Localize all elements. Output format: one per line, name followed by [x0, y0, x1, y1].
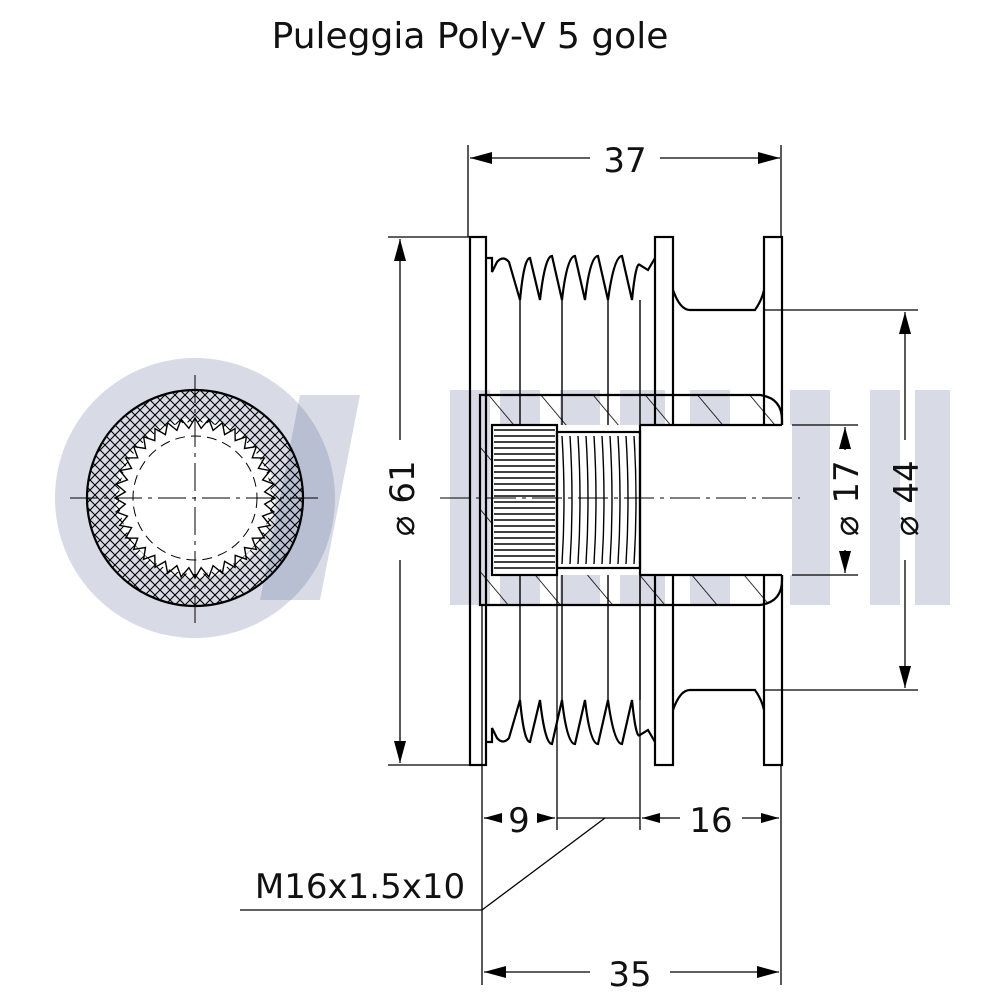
dim-thread-length: 9 — [508, 801, 530, 841]
dim-hub-symbol: ⌀ — [887, 516, 927, 536]
end-view — [70, 375, 320, 625]
dim-bore-symbol: ⌀ — [827, 516, 867, 536]
dim-overall-width: 37 — [603, 141, 646, 181]
dim-outer-diameter: 61 — [383, 460, 423, 503]
dim-outer-diameter-symbol: ⌀ — [383, 516, 423, 536]
dim-bore-diameter: 17 — [827, 460, 867, 503]
side-view — [440, 235, 800, 767]
dim-body-width: 35 — [608, 955, 651, 995]
thread-callout: M16x1.5x10 — [255, 867, 465, 907]
dimensions: 37 ⌀ 61 ⌀ 17 ⌀ 44 — [240, 141, 927, 995]
drawing-title: Puleggia Poly-V 5 gole — [272, 16, 669, 57]
dim-hub-diameter: 44 — [887, 460, 927, 503]
dim-bore-depth: 16 — [689, 801, 732, 841]
